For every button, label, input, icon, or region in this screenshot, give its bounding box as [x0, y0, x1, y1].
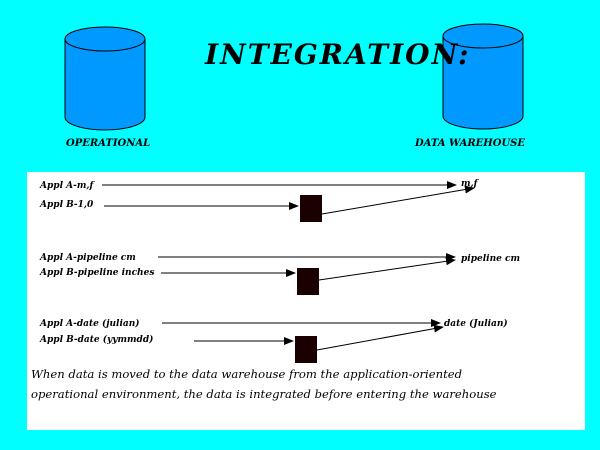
page-title: INTEGRATION:	[205, 38, 471, 71]
data-warehouse-database-icon	[442, 23, 524, 130]
group3-result-label: date (Julian)	[444, 319, 508, 329]
caption-line2: operational environment, the data is int…	[31, 387, 497, 401]
group3-source-b-label: Appl B-date (yymmdd)	[40, 335, 154, 345]
group2-source-b-label: Appl B-pipeline inches	[40, 268, 155, 278]
group2-source-a-label: Appl A-pipeline cm	[40, 253, 136, 263]
group1-source-a-label: Appl A-m,f	[40, 181, 94, 191]
group3-result-arrow	[316, 324, 444, 351]
group2-integration-box	[297, 268, 319, 295]
operational-label: OPERATIONAL	[66, 138, 151, 149]
group3-source-a-label: Appl A-date (julian)	[40, 319, 140, 329]
caption-line1: When data is moved to the data warehouse…	[31, 367, 463, 381]
group1-source-b-label: Appl B-1,0	[40, 200, 94, 210]
group2-result-arrow	[318, 257, 456, 281]
group2-result-label: pipeline cm	[461, 254, 520, 264]
operational-database-icon	[64, 26, 146, 131]
data-warehouse-label: DATA WAREHOUSE	[415, 138, 526, 149]
group3-integration-box	[295, 336, 317, 363]
group1-integration-box	[300, 195, 322, 222]
group1-result-arrow	[321, 185, 475, 215]
group1-result-label: m,f	[461, 179, 478, 189]
